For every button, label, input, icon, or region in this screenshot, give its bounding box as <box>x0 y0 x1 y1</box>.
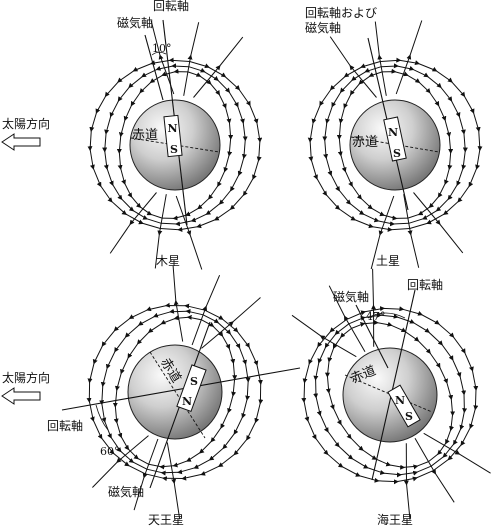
field-line <box>374 21 387 96</box>
field-line <box>92 435 149 488</box>
neptune-pole-n: N <box>395 394 405 407</box>
neptune-field-lines <box>291 268 491 520</box>
sun-direction-bottom: 太陽方向 <box>1 370 50 405</box>
field-line <box>380 57 483 229</box>
field-line <box>191 275 221 346</box>
field-line <box>423 432 491 474</box>
field-line <box>86 302 205 475</box>
field-line <box>301 319 434 485</box>
uranus-field-lines <box>86 265 264 520</box>
saturn-field-lines <box>307 20 483 270</box>
field-line <box>403 194 420 268</box>
sun-direction-label: 太陽方向 <box>2 116 50 131</box>
sun-direction-top: 太陽方向 <box>1 116 50 151</box>
jupiter-magnetic-axis <box>144 34 164 101</box>
jupiter-equator-label: 赤道 <box>132 128 158 143</box>
field-line <box>183 22 200 96</box>
uranus-pole-n: N <box>182 395 192 408</box>
planet-uranus: S N 赤道 回転軸 磁気軸 60° 天王星 <box>47 265 301 527</box>
saturn-name: 土星 <box>376 254 400 268</box>
sun-direction-arrow-icon <box>1 133 41 151</box>
neptune-pole-s: S <box>405 410 413 423</box>
field-line <box>370 195 395 270</box>
field-line <box>395 20 423 95</box>
planet-jupiter: N S 赤道 回転軸 磁気軸 10° 木星 <box>87 0 263 270</box>
neptune-tilt-angle: 47° <box>366 310 386 323</box>
uranus-rotation-axis-label: 回転軸 <box>47 419 83 433</box>
neptune-bar-magnet <box>387 384 421 428</box>
sun-direction-label: 太陽方向 <box>2 370 50 385</box>
field-line <box>329 36 377 98</box>
uranus-tilt-angle: 60° <box>100 445 120 458</box>
saturn-axis-label-2: 磁気軸 <box>305 20 341 35</box>
jupiter-field-lines <box>87 20 263 270</box>
field-line <box>403 443 411 520</box>
field-line <box>109 192 157 254</box>
uranus-equator <box>149 351 206 439</box>
planet-neptune: N S 赤道 回転軸 磁気軸 47° 海王星 <box>291 268 491 527</box>
field-line <box>175 195 203 270</box>
field-line <box>193 36 244 98</box>
field-line <box>172 265 184 342</box>
field-line <box>133 438 159 511</box>
sun-direction-arrow-icon <box>1 387 41 405</box>
saturn-pole-n: N <box>388 126 398 139</box>
uranus-sphere <box>127 344 223 440</box>
field-line <box>160 61 263 233</box>
field-line <box>307 61 410 233</box>
uranus-angle-arc <box>95 404 109 431</box>
field-line <box>87 57 190 229</box>
uranus-rotation-axis <box>61 367 301 411</box>
neptune-angle-arc <box>367 312 406 319</box>
planet-saturn: N S 赤道 回転軸および 磁気軸 土星 <box>305 6 483 270</box>
neptune-magnetic-axis <box>355 304 389 369</box>
jupiter-magnetic-axis-label: 磁気軸 <box>117 15 153 30</box>
field-line <box>201 297 261 349</box>
field-line <box>150 20 175 95</box>
jupiter-angle-arc <box>151 51 167 56</box>
saturn-equator-label: 赤道 <box>352 135 378 150</box>
field-line <box>166 442 181 520</box>
saturn-axis-label-1: 回転軸および <box>305 6 377 20</box>
jupiter-name: 木星 <box>156 254 180 268</box>
field-line <box>346 306 479 471</box>
saturn-bar-magnet <box>383 116 407 162</box>
neptune-rotation-axis <box>371 289 416 481</box>
field-line <box>413 192 464 254</box>
jupiter-bar-magnet <box>163 114 183 158</box>
field-line <box>291 314 357 358</box>
neptune-name: 海王星 <box>377 512 413 527</box>
jupiter-pole-n: N <box>168 122 178 135</box>
uranus-name: 天王星 <box>148 513 184 527</box>
saturn-pole-s: S <box>393 147 401 160</box>
field-line <box>414 438 455 503</box>
uranus-bar-magnet <box>176 364 207 413</box>
field-line <box>145 309 264 482</box>
jupiter-rotation-axis-label: 回転軸 <box>153 0 189 13</box>
field-line <box>371 268 377 347</box>
field-line <box>328 285 366 352</box>
neptune-rotation-axis-label: 回転軸 <box>407 278 443 292</box>
jupiter-tilt-angle: 10° <box>152 42 172 55</box>
neptune-magnetic-axis-label: 磁気軸 <box>333 289 369 304</box>
uranus-pole-s: S <box>190 375 198 388</box>
jupiter-pole-s: S <box>170 143 178 156</box>
uranus-magnetic-axis-label: 磁気軸 <box>108 484 144 499</box>
field-line <box>154 194 167 269</box>
